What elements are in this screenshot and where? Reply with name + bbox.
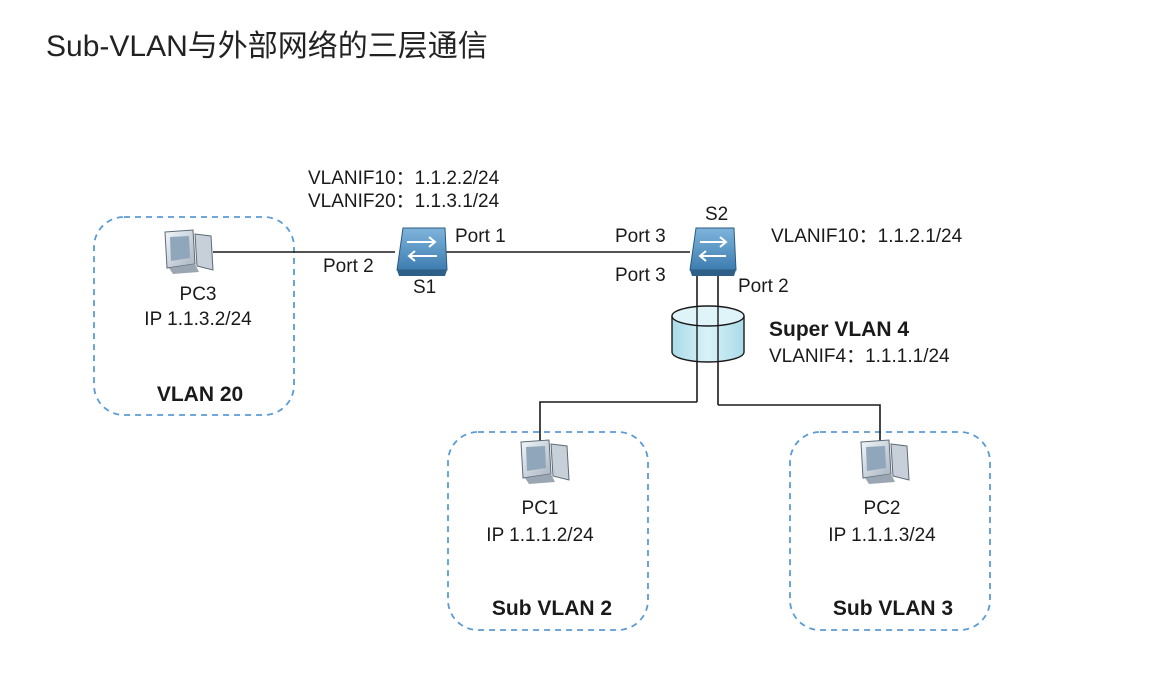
s1-port-left-label: Port 2 [323, 256, 374, 277]
pc1-name: PC1 [522, 498, 559, 519]
subvlan3-group-box [789, 431, 991, 631]
s2-ip-label: VLANIF10：1.1.2.1/24 [771, 226, 963, 247]
pc2-name: PC2 [864, 498, 901, 519]
s1-name-label: S1 [413, 277, 436, 298]
pc1-ip: IP 1.1.1.2/24 [486, 525, 594, 546]
s1-ip-line-2: VLANIF20：1.1.3.1/24 [308, 191, 500, 212]
pc3-icon[interactable] [164, 229, 214, 274]
pc1-group-label: Sub VLAN 2 [492, 597, 612, 620]
switch-s2-icon[interactable] [689, 227, 737, 276]
pc3-name: PC3 [180, 284, 217, 305]
pc2-group-label: Sub VLAN 3 [833, 597, 953, 620]
s2-name-label: S2 [705, 204, 728, 225]
s2-port-down-label: Port 3 [615, 265, 666, 286]
pc2-ip: IP 1.1.1.3/24 [828, 525, 936, 546]
s1-port-right-label: Port 1 [455, 226, 506, 247]
subvlan2-group-box [447, 431, 649, 631]
super-vlan-cylinder [671, 305, 745, 363]
pc3-group-label: VLAN 20 [157, 383, 243, 406]
super-vlan-name: Super VLAN 4 [769, 318, 909, 341]
link-to-pc2 [718, 404, 881, 446]
vlan20-group-box [93, 216, 295, 416]
page-title: Sub-VLAN与外部网络的三层通信 [46, 30, 488, 63]
s1-ip-line-1: VLANIF10：1.1.2.2/24 [308, 168, 500, 189]
link-to-pc1 [539, 401, 697, 446]
s2-port-left-label: Port 3 [615, 226, 666, 247]
switch-s1-icon[interactable] [396, 227, 448, 276]
s2-port-right-label: Port 2 [738, 276, 789, 297]
pc2-icon[interactable] [860, 439, 910, 484]
pc3-ip: IP 1.1.3.2/24 [144, 309, 252, 330]
pc1-icon[interactable] [520, 439, 570, 484]
links [213, 251, 881, 446]
super-vlan-ip: VLANIF4：1.1.1.1/24 [769, 346, 950, 367]
